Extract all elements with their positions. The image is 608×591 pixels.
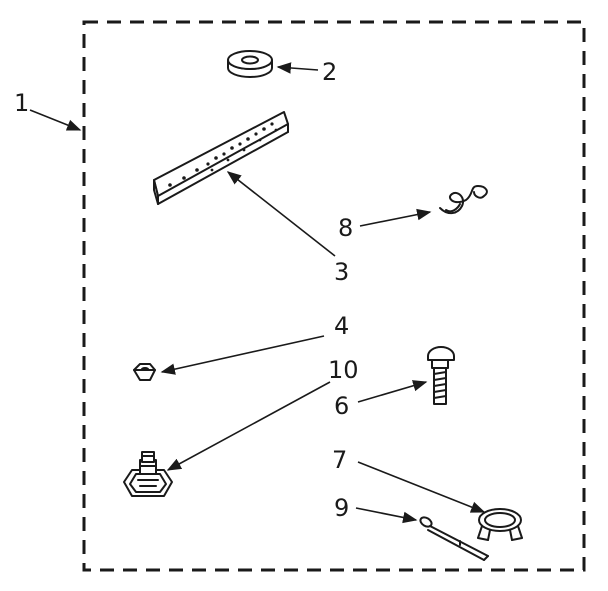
wire-clip-icon	[439, 185, 488, 214]
callout-bracket: 3	[334, 258, 349, 286]
hose-clamp-icon	[477, 508, 523, 541]
leader-wire-clip	[359, 208, 432, 227]
leader-cotter-pin	[355, 507, 418, 524]
callout-wire-clip: 8	[338, 214, 353, 242]
callout-cotter-pin: 9	[334, 494, 349, 522]
callout-clamp: 7	[332, 446, 347, 474]
carriage-bolt-icon	[427, 346, 455, 405]
cotter-pin-icon	[419, 516, 489, 561]
leader-leveling-foot	[166, 381, 331, 471]
washer-icon	[227, 50, 273, 78]
leader-bolt	[357, 380, 428, 403]
leader-clamp	[357, 461, 486, 513]
leader-bracket	[226, 171, 336, 257]
callout-kit: 1	[14, 89, 29, 117]
leader-washer	[276, 62, 319, 74]
bracket-plate-icon	[153, 111, 289, 205]
leader-nut	[160, 335, 325, 375]
hex-nut-icon	[133, 363, 156, 381]
callout-nut: 4	[334, 312, 349, 340]
leader-kit	[29, 109, 82, 131]
kit-boundary	[82, 20, 586, 572]
callout-leveling-foot: 10	[328, 356, 359, 384]
callout-bolt: 6	[334, 392, 349, 420]
callout-washer: 2	[322, 58, 337, 86]
leveling-foot-icon	[123, 451, 173, 497]
